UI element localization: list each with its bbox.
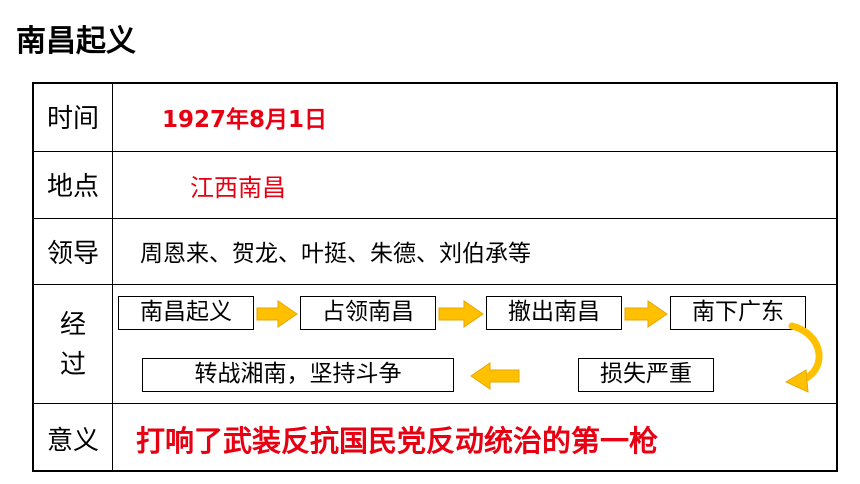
leaders-value: 周恩来、贺龙、叶挺、朱德、刘伯承等 <box>140 241 531 267</box>
process-label-line1: 经 <box>59 310 86 340</box>
process-label-line2: 过 <box>59 350 86 380</box>
right-arrow-icon <box>256 300 298 328</box>
right-arrow-icon <box>624 300 668 328</box>
step-box: 转战湘南，坚持斗争 <box>142 358 454 392</box>
curved-arrow-icon <box>784 322 823 393</box>
significance-label: 意义 <box>46 426 99 456</box>
column-divider <box>112 82 113 472</box>
table-frame <box>32 82 838 472</box>
step-box: 南昌起义 <box>118 296 254 330</box>
place-value: 江西南昌 <box>190 174 286 202</box>
page-title: 南昌起义 <box>16 24 136 59</box>
place-label: 地点 <box>46 172 99 202</box>
leaders-label: 领导 <box>46 239 99 269</box>
right-arrow-icon <box>438 300 484 328</box>
row-divider <box>32 218 838 219</box>
step-box: 撤出南昌 <box>486 296 622 330</box>
process-label: 经 过 <box>34 305 112 385</box>
step-box: 南下广东 <box>670 296 806 330</box>
step-box: 占领南昌 <box>300 296 436 330</box>
time-value: 1927年8月1日 <box>162 107 328 133</box>
time-label: 时间 <box>46 104 99 134</box>
significance-value: 打响了武装反抗国民党反动统治的第一枪 <box>136 424 659 458</box>
left-arrow-icon <box>470 362 520 390</box>
step-box: 损失严重 <box>578 358 714 392</box>
row-divider <box>32 284 838 285</box>
row-divider <box>32 403 838 404</box>
row-divider <box>32 151 838 152</box>
